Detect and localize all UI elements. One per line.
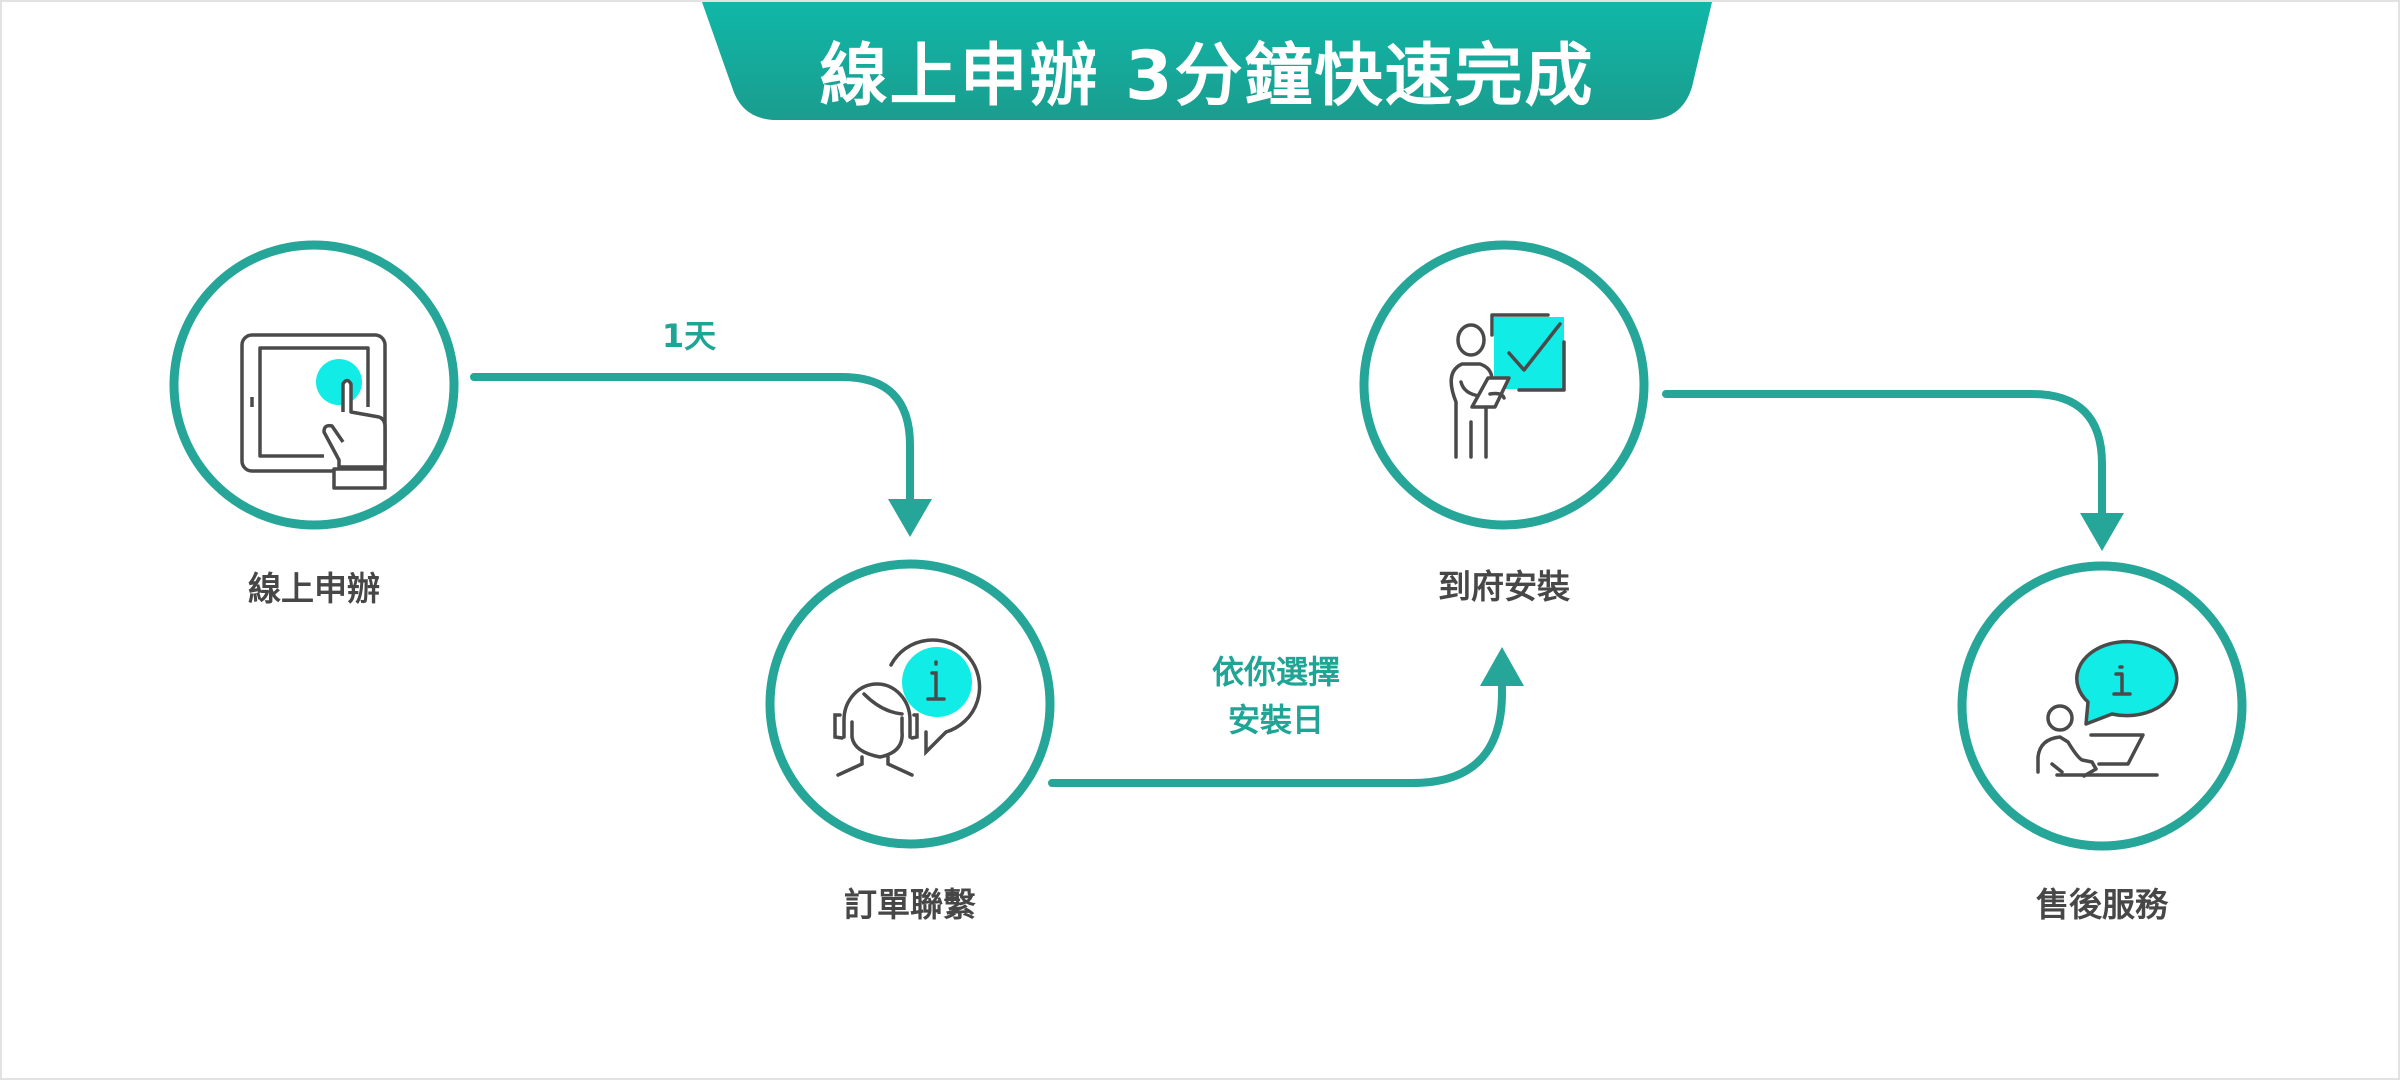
page-title: 線上申辦 3分鐘快速完成	[819, 37, 1595, 116]
transition-label-2: 依你選擇 安裝日	[1126, 648, 1426, 744]
transition-label-1: 1天	[539, 312, 839, 360]
transition-text-line2: 安裝日	[1227, 701, 1324, 739]
step-label-online-application: 線上申辦	[248, 569, 380, 608]
step-label-order-contact: 訂單聯繫	[844, 885, 976, 924]
tablet-touch-icon	[240, 333, 387, 490]
arrowhead-down-icon	[2080, 513, 2124, 551]
arrow-step1-to-step2	[470, 373, 914, 504]
step-label-after-sales-service: 售後服務	[2036, 885, 2168, 924]
arrowhead-down-icon	[888, 499, 932, 537]
arrow-step3-to-step4	[1662, 390, 2106, 518]
customer-service-info-icon	[833, 638, 982, 777]
header-banner	[702, 2, 1712, 120]
step-label-home-installation: 到府安裝	[1438, 567, 1570, 606]
arrowhead-up-icon	[1480, 647, 1524, 686]
transition-text-line1: 依你選擇	[1211, 653, 1340, 691]
laptop-support-icon	[2036, 639, 2179, 778]
transition-duration: 1天	[661, 317, 717, 355]
installer-checklist-icon	[1449, 313, 1566, 459]
arrow-step2-to-step3	[1048, 678, 1506, 787]
step-circle-1	[169, 240, 459, 530]
